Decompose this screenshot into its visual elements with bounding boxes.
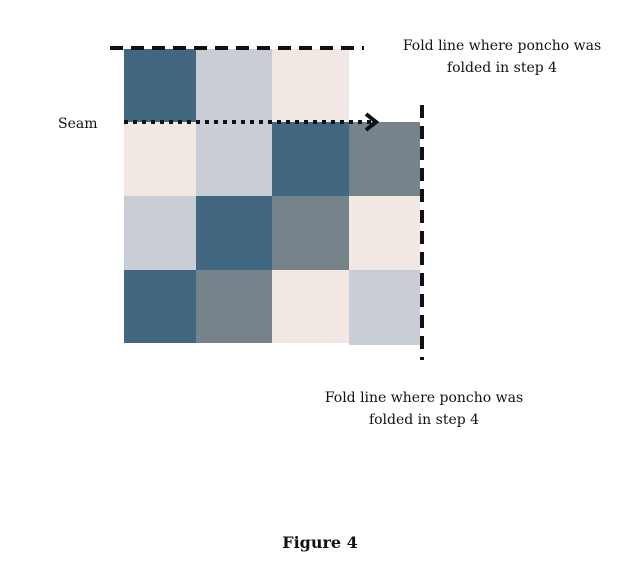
fabric-square-r4-c4 [349, 270, 420, 345]
fold-line-right-label-line-1: Fold line where poncho was [324, 390, 524, 406]
fabric-square-r2-c1 [124, 122, 196, 196]
seam-label: Seam [58, 116, 98, 132]
fabric-square-r1-c1 [124, 49, 196, 122]
fabric-square-r4-c3 [272, 270, 349, 343]
fabric-square-r4-c2 [196, 270, 272, 343]
fabric-square-r4-c1 [124, 270, 196, 343]
fold-line-right-label: Fold line where poncho was folded in ste… [312, 387, 536, 431]
fabric-square-r2-c2 [196, 122, 272, 196]
fabric-square-r3-c1 [124, 196, 196, 270]
fabric-square-r3-c3 [272, 196, 349, 270]
fold-line-top-label: Fold line where poncho was folded in ste… [388, 35, 616, 79]
fabric-square-r3-c2 [196, 196, 272, 270]
fabric-square-r2-c4 [349, 122, 420, 196]
fabric-square-r1-c2 [196, 49, 272, 122]
seam-arrowhead [364, 112, 380, 132]
fabric-squares-grid [124, 49, 420, 345]
fabric-square-r3-c4 [349, 196, 420, 270]
fold-line-top-label-line-2: folded in step 4 [446, 60, 558, 76]
fold-line-right-label-line-2: folded in step 4 [368, 412, 480, 428]
fabric-square-r1-c3 [272, 49, 349, 122]
fabric-square-r2-c3 [272, 122, 349, 196]
figure-caption: Figure 4 [282, 533, 358, 552]
fold-line-top-label-line-1: Fold line where poncho was [402, 38, 602, 54]
